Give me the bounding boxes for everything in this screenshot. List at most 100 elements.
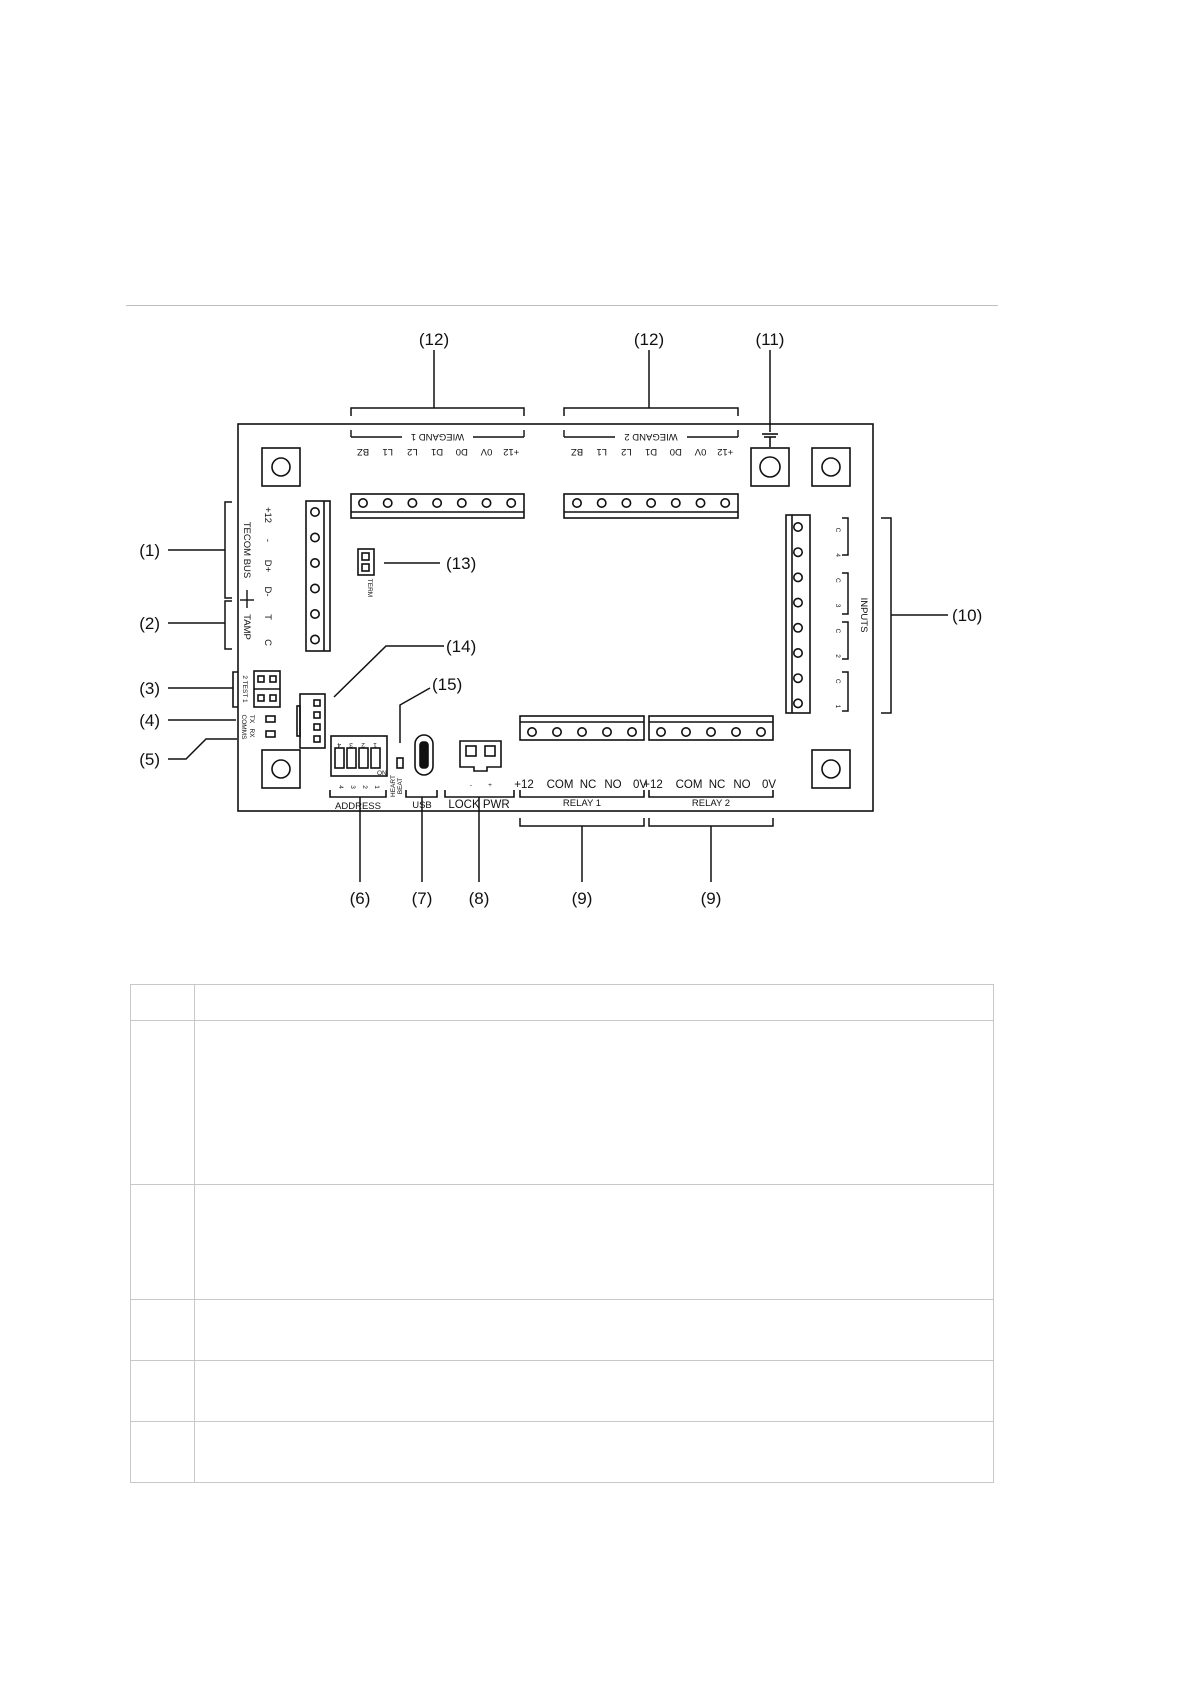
address-number: 4 bbox=[337, 785, 344, 789]
callout-10: (10) bbox=[952, 606, 982, 625]
relay-1-pin-label: COM bbox=[547, 779, 574, 791]
callout-6: (6) bbox=[350, 889, 371, 908]
wiegand-2-hole-4 bbox=[646, 497, 657, 508]
table-row bbox=[130, 1421, 994, 1483]
relay-2-hole-5 bbox=[755, 726, 766, 737]
rx-label: RX bbox=[248, 728, 255, 738]
dip-on-label: ON bbox=[377, 770, 387, 777]
inputs-hole-1 bbox=[792, 521, 803, 532]
input-pin-label: 4 bbox=[834, 553, 841, 557]
relay-1-pin-label: NO bbox=[604, 779, 621, 791]
relay-2-hole-4 bbox=[730, 726, 741, 737]
table-row bbox=[130, 1360, 994, 1422]
wiegand-2-pin-label: D0 bbox=[670, 446, 682, 457]
callout-1: (1) bbox=[139, 541, 160, 560]
callout-2: (2) bbox=[139, 614, 160, 633]
input-pin-label: C bbox=[834, 628, 841, 633]
tecom-bus-hole-3 bbox=[309, 557, 320, 568]
relay-1-terminal bbox=[519, 715, 645, 741]
wiegand-1-title: WIEGAND 1 bbox=[411, 431, 464, 442]
address-dip-switch bbox=[330, 735, 388, 777]
dip-top-number: 1 bbox=[373, 741, 377, 748]
tecom-bus-hole-5 bbox=[309, 608, 320, 619]
relay-1-pin-label: 0V bbox=[633, 779, 647, 791]
tx-label: TX bbox=[248, 715, 255, 724]
callout-7: (7) bbox=[412, 889, 433, 908]
inputs-hole-5 bbox=[792, 622, 803, 633]
callout-13: (13) bbox=[446, 554, 476, 573]
tecom-bus-hole-1 bbox=[309, 506, 320, 517]
wiegand-2-pin-label: BZ bbox=[571, 446, 583, 457]
relay-2-hole-2 bbox=[680, 726, 691, 737]
wiegand-1-hole-1 bbox=[357, 497, 368, 508]
tecom-bus-hole-2 bbox=[309, 532, 320, 543]
relay-1-label: RELAY 1 bbox=[563, 798, 601, 809]
relay-2-pin-label: +12 bbox=[643, 779, 663, 791]
wiegand-2-pin-label: L2 bbox=[621, 446, 632, 457]
wiegand-1-pin-label: D0 bbox=[456, 446, 468, 457]
relay-2-pin-label: 0V bbox=[762, 779, 776, 791]
tx-led bbox=[265, 715, 276, 723]
relay-1-hole-5 bbox=[626, 726, 637, 737]
relay-1-hole-3 bbox=[576, 726, 587, 737]
wiegand-2-pin-label: L1 bbox=[596, 446, 607, 457]
mounting-hole-top-right bbox=[811, 447, 851, 487]
earth-stud bbox=[750, 433, 790, 487]
wiegand-1-pin-label: L2 bbox=[407, 446, 418, 457]
inputs-hole-7 bbox=[792, 673, 803, 684]
dip-top-number: 3 bbox=[349, 741, 353, 748]
inputs-hole-8 bbox=[792, 698, 803, 709]
relay-1-hole-1 bbox=[526, 726, 537, 737]
lock-plus-label: + bbox=[488, 782, 492, 789]
tecom-bus-terminal bbox=[305, 500, 331, 652]
callout-5: (5) bbox=[139, 750, 160, 769]
input-pin-label: 1 bbox=[834, 705, 841, 709]
board-outline bbox=[237, 423, 874, 812]
tecom-pin-label: - bbox=[262, 539, 273, 542]
wiegand-1-pin-label: +12 bbox=[503, 446, 519, 457]
wiegand-2-hole-1 bbox=[571, 497, 582, 508]
lock-power-label: LOCK PWR bbox=[448, 799, 509, 811]
board-diagram: (12) (12) (11) (1) (2) (3) (4) (5) (13) … bbox=[139, 330, 982, 908]
usb-connector bbox=[414, 734, 434, 776]
callout-9-right: (9) bbox=[701, 889, 722, 908]
relay-1-pin-label: +12 bbox=[514, 779, 534, 791]
tecom-pin-label: D- bbox=[262, 586, 273, 596]
input-pin-label: 2 bbox=[834, 654, 841, 658]
callout-4: (4) bbox=[139, 711, 160, 730]
tecom-pin-label: D+ bbox=[262, 560, 273, 573]
wiegand-2-hole-5 bbox=[670, 497, 681, 508]
term-label: TERM bbox=[366, 579, 373, 597]
tecom-pin-label: C bbox=[262, 639, 273, 646]
connector-header bbox=[296, 693, 326, 749]
lock-minus-label: - bbox=[470, 782, 472, 789]
mounting-hole-bottom-left bbox=[261, 749, 301, 789]
relay-2-hole-3 bbox=[705, 726, 716, 737]
wiegand-1-hole-7 bbox=[506, 497, 517, 508]
relay-2-hole-1 bbox=[655, 726, 666, 737]
wiegand-2-hole-3 bbox=[621, 497, 632, 508]
inputs-terminal bbox=[785, 514, 811, 714]
tamp-label: TAMP bbox=[241, 614, 252, 640]
heartbeat-label-1: HEART bbox=[390, 775, 397, 797]
address-label: ADDRESS bbox=[335, 801, 381, 812]
wiegand-2-hole-2 bbox=[596, 497, 607, 508]
address-number: 3 bbox=[349, 785, 356, 789]
test-label: 2 TEST 1 bbox=[241, 675, 248, 703]
tecom-pin-label: +12 bbox=[262, 507, 273, 523]
mounting-hole-top-left bbox=[261, 447, 301, 487]
tecom-pin-label: T bbox=[262, 614, 273, 620]
wiegand-2-hole-6 bbox=[695, 497, 706, 508]
wiegand-1-hole-3 bbox=[407, 497, 418, 508]
wiegand-2-title: WIEGAND 2 bbox=[624, 431, 677, 442]
heartbeat-led bbox=[396, 757, 404, 769]
inputs-label: INPUTS bbox=[858, 598, 869, 633]
wiegand-2-pin-label: 0V bbox=[694, 446, 706, 457]
relay-2-pin-label: COM bbox=[676, 779, 703, 791]
comms-label: COMMS bbox=[240, 715, 247, 741]
table-row bbox=[130, 1299, 994, 1361]
callout-11: (11) bbox=[756, 330, 785, 349]
wiegand-1-pin-label: BZ bbox=[357, 446, 369, 457]
wiegand-1-hole-4 bbox=[432, 497, 443, 508]
callout-3: (3) bbox=[139, 679, 160, 698]
